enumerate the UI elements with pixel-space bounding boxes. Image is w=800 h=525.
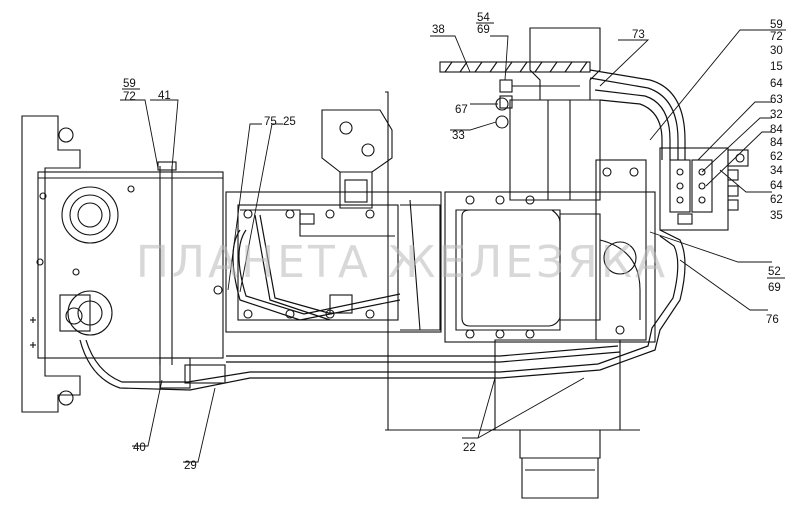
upper-bracket (321, 109, 393, 209)
callout-label: 75 (264, 116, 277, 128)
callout-label: 34 (770, 165, 783, 177)
left-mount-plate (21, 115, 81, 413)
leader-lines (120, 29, 772, 463)
callout-underlines (122, 22, 786, 279)
hydraulic-tubes (79, 69, 686, 391)
callout-label: 64 (770, 180, 783, 192)
callout-label: 69 (477, 24, 490, 36)
callout-label: 54 (477, 12, 490, 24)
callout-label: 84 (770, 124, 783, 136)
watermark-text: ПЛАНЕТА ЖЕЛЕЗЯКА (136, 237, 668, 288)
top-plate (439, 61, 591, 73)
callout-label: 40 (133, 442, 146, 454)
callout-label: 25 (283, 116, 296, 128)
callout-label: 15 (770, 61, 783, 73)
callout-label: 59 (123, 78, 136, 90)
upper-fittings (495, 79, 580, 129)
callout-labels: 38 54 69 73 59 72 30 15 64 63 32 84 84 6… (123, 12, 783, 472)
callout-label: 72 (770, 31, 783, 43)
callout-label: 67 (455, 104, 468, 116)
drawing-lines (21, 27, 749, 499)
callout-label: 72 (123, 91, 136, 103)
callout-label: 52 (768, 266, 781, 278)
callout-label: 33 (452, 130, 465, 142)
gearbox-frame (225, 191, 442, 333)
vertical-shaft (385, 27, 640, 499)
right-gearbox-frame (444, 159, 656, 343)
callout-label: 30 (770, 45, 783, 57)
callout-label: 59 (770, 19, 783, 31)
callout-label: 62 (770, 151, 783, 163)
callout-label: 64 (770, 78, 783, 90)
callout-label: 76 (766, 314, 779, 326)
callout-label: 73 (632, 29, 645, 41)
callout-label: 69 (768, 282, 781, 294)
callout-label: 62 (770, 194, 783, 206)
callout-label: 35 (770, 210, 783, 222)
callout-label: 32 (770, 109, 783, 121)
callout-label: 41 (158, 90, 171, 102)
callout-label: 63 (770, 94, 783, 106)
callout-label: 38 (432, 24, 445, 36)
pump-housing (30, 161, 226, 389)
callout-label: 29 (184, 460, 197, 472)
valve-block (659, 147, 749, 231)
callout-label: 22 (463, 442, 476, 454)
callout-label: 84 (770, 137, 783, 149)
